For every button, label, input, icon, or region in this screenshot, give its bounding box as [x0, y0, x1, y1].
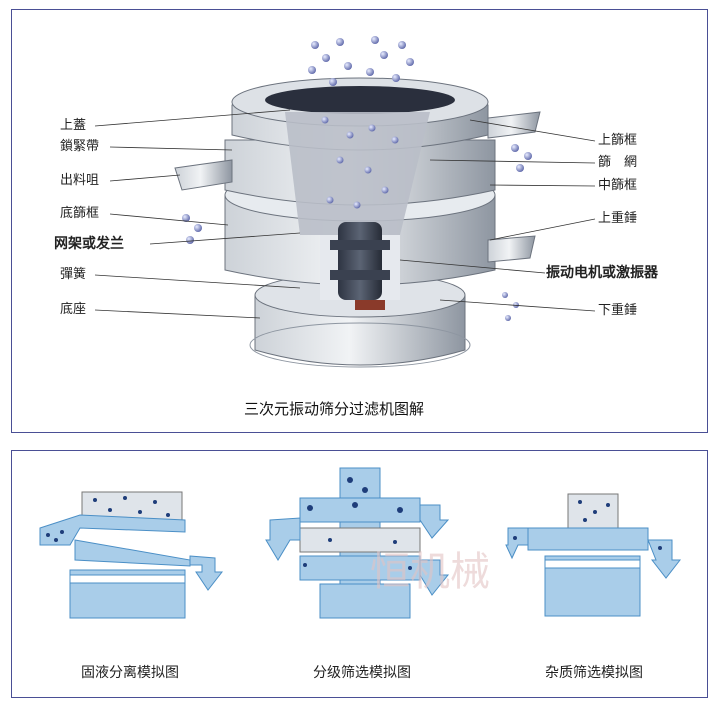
label-base: 底座 — [60, 302, 87, 317]
sim-impurity — [505, 493, 682, 617]
leader-lines — [94, 109, 596, 319]
top-caption: 三次元振动筛分过滤机图解 — [244, 400, 425, 418]
label-upper-lid: 上蓋 — [60, 118, 87, 133]
caption-impurity: 杂质筛选模拟图 — [545, 665, 643, 681]
label-middle-frame: 中篩框 — [598, 178, 638, 193]
machine-base — [249, 272, 471, 368]
simulation-panel — [11, 450, 708, 698]
label-screen-mesh: 篩 網 — [598, 155, 638, 170]
falling-particles — [182, 36, 532, 321]
label-grid-flange: 网架或发兰 — [54, 236, 124, 252]
label-lower-weight: 下重錘 — [598, 303, 638, 318]
label-vibration-motor: 振动电机或激振器 — [546, 265, 658, 281]
label-upper-frame: 上篩框 — [598, 133, 638, 148]
label-outlet: 出料咀 — [60, 173, 100, 188]
sim-solid-liquid — [39, 491, 224, 619]
sim-grading — [265, 467, 450, 619]
watermark: 恒机械 — [370, 549, 490, 595]
label-upper-weight: 上重錘 — [598, 211, 638, 226]
label-lock-band: 鎖緊帶 — [60, 139, 100, 154]
sim-particles — [46, 477, 662, 570]
caption-solid-liquid: 固液分离模拟图 — [81, 665, 179, 681]
label-bottom-frame: 底篩框 — [60, 206, 100, 221]
label-spring: 彈簧 — [60, 267, 87, 282]
caption-grading: 分级筛选模拟图 — [313, 665, 411, 681]
